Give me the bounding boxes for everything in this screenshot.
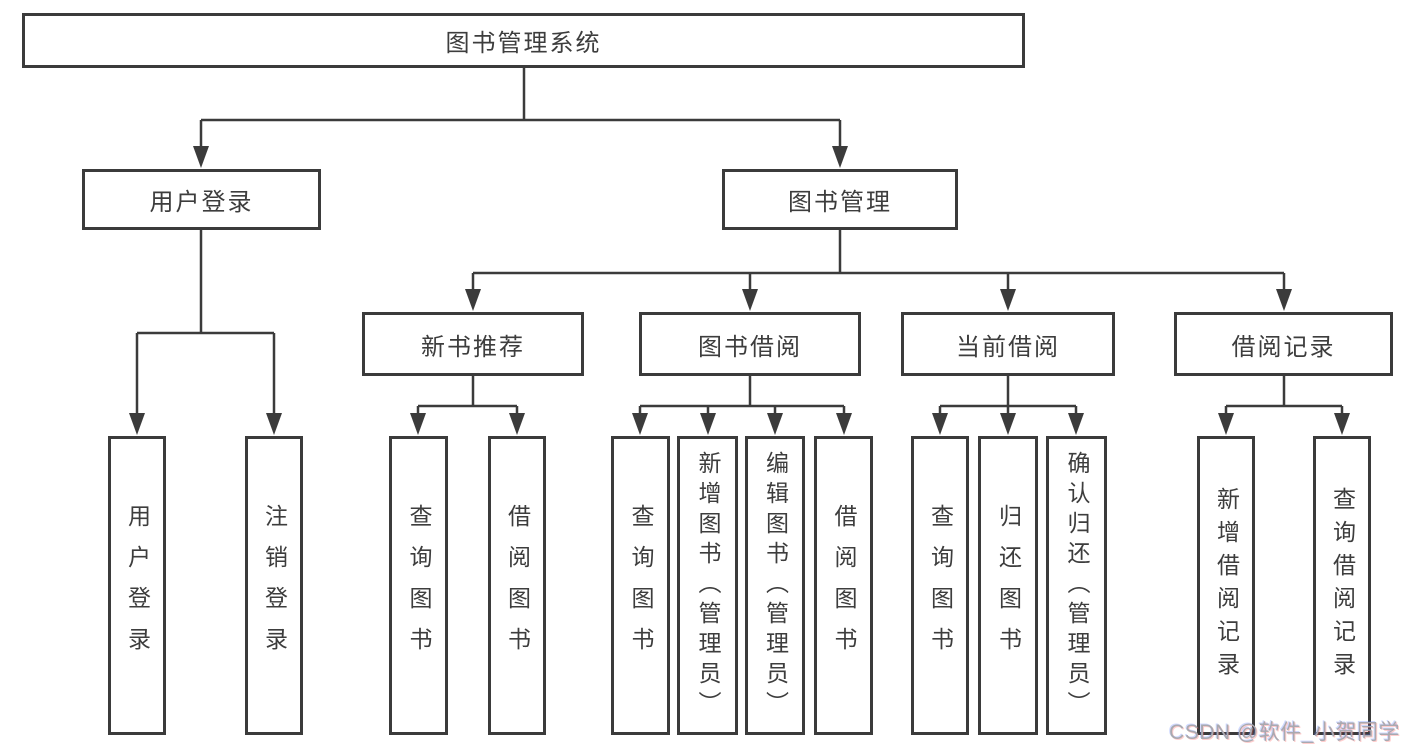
connector-recordsmenu-to-leaves <box>1224 376 1344 417</box>
node-label: 借阅记录 <box>1231 333 1336 361</box>
node-edit-book-admin: 编辑图书（管理员） <box>745 436 805 735</box>
arrow-down-icon <box>700 413 716 435</box>
connector-login-to-leaves <box>135 230 276 417</box>
node-label: 图书借阅 <box>698 333 802 361</box>
arrow-down-icon <box>832 146 848 168</box>
arrow-down-icon <box>742 289 758 311</box>
arrow-down-icon <box>767 413 783 435</box>
node-label: 图书管理 <box>788 189 892 216</box>
arrow-down-icon <box>465 289 481 311</box>
node-return-book: 归还图书 <box>978 436 1038 735</box>
node-current-borrowing: 当前借阅 <box>901 312 1115 376</box>
node-label: 新增借阅记录 <box>1213 486 1240 685</box>
arrowheads <box>129 146 1350 435</box>
arrow-down-icon <box>632 413 648 435</box>
node-label: 归还图书 <box>995 503 1022 668</box>
node-logout: 注销登录 <box>245 436 303 735</box>
node-user-login-module: 用户登录 <box>82 169 321 230</box>
node-label: 确认归还（管理员） <box>1064 450 1090 721</box>
watermark: CSDN @软件_小贺同学 <box>1169 721 1400 744</box>
node-label: 编辑图书（管理员） <box>762 450 789 721</box>
node-query-books-current: 查询图书 <box>911 436 969 735</box>
arrow-down-icon <box>129 413 145 435</box>
connector-bookmgmt-to-level3 <box>471 230 1286 293</box>
node-label: 查询图书 <box>628 503 654 668</box>
arrow-down-icon <box>410 413 426 435</box>
node-label: 当前借阅 <box>956 333 1060 361</box>
node-label: 注销登录 <box>261 503 288 668</box>
arrow-down-icon <box>932 413 948 435</box>
node-borrow-books-recommend: 借阅图书 <box>488 436 546 735</box>
node-borrow-books: 借阅图书 <box>814 436 873 735</box>
arrow-down-icon <box>509 413 525 435</box>
arrow-down-icon <box>1000 413 1016 435</box>
arrow-down-icon <box>266 413 282 435</box>
node-label: 新书推荐 <box>421 333 525 361</box>
node-label: 借阅图书 <box>504 503 531 668</box>
arrow-down-icon <box>836 413 852 435</box>
node-add-book-admin: 新增图书（管理员） <box>677 436 738 735</box>
node-label: 用户登录 <box>124 503 151 668</box>
arrow-down-icon <box>193 146 209 168</box>
node-query-borrow-record: 查询借阅记录 <box>1313 436 1371 735</box>
arrow-down-icon <box>1334 413 1350 435</box>
connector-root-to-level2 <box>199 68 842 150</box>
arrow-down-icon <box>1000 289 1016 311</box>
node-label: 查询图书 <box>406 503 432 668</box>
node-borrowing-records: 借阅记录 <box>1174 312 1393 376</box>
arrow-down-icon <box>1068 413 1084 435</box>
node-label: 新增图书（管理员） <box>695 450 721 721</box>
connector-recommend-to-leaves <box>416 376 519 417</box>
node-label: 查询图书 <box>927 503 954 668</box>
connector-currentmenu-to-leaves <box>938 376 1078 417</box>
node-label: 图书管理系统 <box>445 30 602 57</box>
node-label: 用户登录 <box>149 189 254 216</box>
node-label: 借阅图书 <box>831 503 857 668</box>
node-add-borrow-record: 新增借阅记录 <box>1197 436 1255 735</box>
node-new-book-recommendation: 新书推荐 <box>362 312 584 376</box>
node-query-books-recommend: 查询图书 <box>389 436 448 735</box>
node-query-books-borrow: 查询图书 <box>611 436 670 735</box>
node-library-management-system: 图书管理系统 <box>22 13 1025 68</box>
node-label: 查询借阅记录 <box>1329 486 1356 685</box>
connector-borrowmenu-to-leaves <box>638 376 846 417</box>
node-book-management-module: 图书管理 <box>722 169 958 230</box>
node-user-login: 用户登录 <box>108 436 166 735</box>
arrow-down-icon <box>1276 289 1292 311</box>
node-confirm-return-admin: 确认归还（管理员） <box>1046 436 1107 735</box>
arrow-down-icon <box>1218 413 1234 435</box>
node-book-borrowing: 图书借阅 <box>639 312 861 376</box>
